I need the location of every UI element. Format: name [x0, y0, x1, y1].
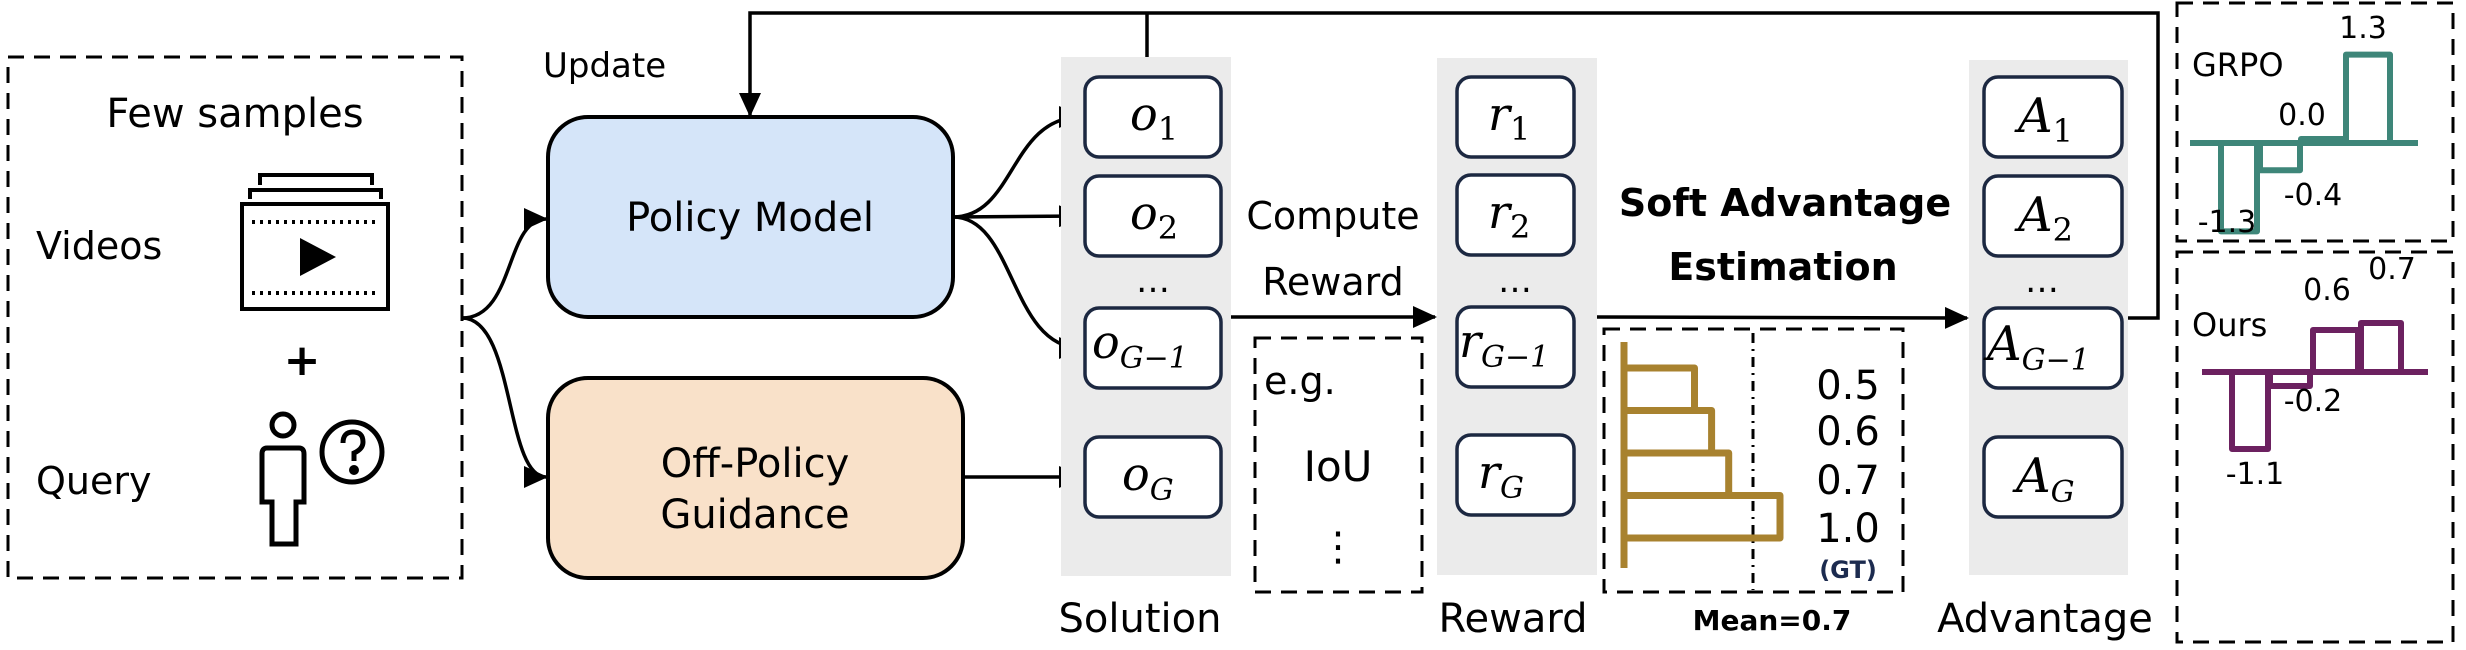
reward-example-box: e.g. IoU ⋮: [1253, 336, 1424, 594]
gt-label: (GT): [1819, 556, 1877, 584]
reward-value-label: 0.7: [1816, 458, 1880, 504]
example-iou: IoU: [1304, 442, 1373, 491]
policy-to-oG-1-arrow: [952, 215, 1083, 359]
advantage-value-label: 0.6: [2303, 273, 2351, 308]
reward-label: Reward: [1439, 596, 1588, 642]
reward-distribution-bar: [1620, 492, 1784, 542]
compute-reward-line2: Reward: [1262, 260, 1404, 304]
reward-value-label: 1.0: [1816, 506, 1880, 552]
svg-text:o2: o2: [1130, 186, 1178, 247]
solution-item: oG−1: [1083, 306, 1223, 390]
reward-distribution-bar: [1620, 407, 1716, 457]
advantage-bar: [2310, 327, 2361, 375]
soft-advantage-line2: Estimation: [1668, 245, 1897, 289]
few-samples-title: Few samples: [106, 91, 363, 137]
advantage-item: A2: [1982, 174, 2124, 258]
reward-item: r2: [1455, 173, 1576, 257]
advantage-item: AG−1: [1982, 306, 2124, 390]
solution-item: o1: [1083, 75, 1223, 159]
compute-reward-line1: Compute: [1246, 194, 1419, 238]
svg-text:oG: oG: [1122, 447, 1174, 508]
solution-column: o1 o2 … oG−1 oG Solution: [1059, 57, 1231, 642]
svg-text:AG: AG: [2012, 448, 2075, 510]
off-policy-label-line2: Guidance: [660, 492, 849, 538]
advantage-bar: [2218, 140, 2260, 235]
solution-item: oG: [1083, 435, 1223, 519]
reward-item: r1: [1455, 75, 1576, 159]
ours-title: Ours: [2192, 306, 2267, 344]
advantage-label: Advantage: [1937, 596, 2153, 642]
svg-text:A1: A1: [2014, 88, 2073, 150]
advantage-bar: [2298, 136, 2348, 146]
soft-advantage-line1: Soft Advantage: [1619, 181, 1951, 225]
svg-text:r1: r1: [1488, 87, 1530, 148]
svg-text:rG−1: rG−1: [1459, 314, 1549, 375]
input-samples-panel: Few samples Videos + Query: [6, 55, 464, 580]
advantage-value-label: -0.2: [2284, 384, 2343, 419]
advantage-value-label: 0.7: [2368, 252, 2416, 287]
person-question-icon: [259, 411, 385, 547]
off-policy-label-line1: Off-Policy: [661, 441, 850, 487]
advantage-bar: [2267, 369, 2313, 389]
reward-distribution-bar: [1620, 449, 1733, 499]
videos-label: Videos: [36, 224, 162, 268]
advantage-value-label: 1.3: [2339, 11, 2387, 46]
policy-to-o1-arrow: [952, 106, 1083, 219]
video-stack-icon: [240, 173, 390, 311]
update-feedback-arrow: [739, 11, 2160, 320]
reward-value-label: 0.5: [1816, 363, 1880, 409]
reward-item: rG−1: [1455, 305, 1576, 389]
input-to-policy-arrow: [461, 208, 548, 320]
advantage-value-label: -1.1: [2226, 457, 2285, 492]
reward-column: r1 r2 … rG−1 rG Reward: [1437, 58, 1597, 642]
soft-chart-border: [1602, 327, 1905, 594]
query-label: Query: [36, 459, 151, 503]
policy-model-label: Policy Model: [626, 195, 874, 241]
advantage-value-label: -1.3: [2198, 205, 2257, 240]
advantage-bar: [2343, 51, 2393, 146]
off-policy-guidance-box: Off-Policy Guidance: [546, 376, 965, 580]
solution-label: Solution: [1059, 596, 1222, 642]
grpo-panel-border: [2175, 1, 2455, 243]
grpo-panel: GRPO -1.3 -0.4 0.0 1.3: [2175, 1, 2455, 243]
mean-label: Mean=0.7: [1693, 604, 1852, 637]
update-label: Update: [543, 46, 666, 86]
input-to-offpolicy-arrow: [461, 316, 548, 488]
advantage-item: A1: [1982, 75, 2124, 159]
policy-model-box: Policy Model: [546, 115, 955, 319]
soft-advantage-chart: 0.5 0.6 0.7 1.0 (GT): [1602, 327, 1905, 594]
solution-ellipsis: …: [1136, 261, 1170, 301]
advantage-bar: [2358, 320, 2404, 375]
plus-sign: +: [284, 335, 321, 386]
svg-text:AG−1: AG−1: [1983, 316, 2090, 378]
ours-panel-border: [2175, 250, 2455, 644]
reward-distribution-bar: [1620, 364, 1698, 414]
advantage-item: AG: [1982, 435, 2124, 519]
reward-item: rG: [1455, 433, 1576, 517]
advantage-value-label: 0.0: [2278, 98, 2326, 133]
reward-value-label: 0.6: [1816, 409, 1880, 455]
solution-item: o2: [1083, 174, 1223, 258]
ours-panel: Ours -1.1 -0.2 0.6 0.7: [2175, 250, 2455, 644]
grpo-title: GRPO: [2192, 46, 2284, 84]
svg-text:A2: A2: [2014, 187, 2073, 249]
example-prefix: e.g.: [1264, 359, 1336, 403]
advantage-ellipsis: …: [2025, 261, 2059, 301]
advantage-column: A1 A2 … AG−1 AG Advantage: [1937, 60, 2153, 642]
advantage-bar: [2229, 369, 2271, 452]
reward-to-advantage-arrow: [1596, 306, 1969, 329]
advantage-value-label: -0.4: [2284, 178, 2343, 213]
svg-text:o1: o1: [1130, 87, 1178, 148]
policy-to-o2-arrow: [952, 205, 1083, 228]
svg-text:r2: r2: [1488, 185, 1530, 246]
svg-text:oG−1: oG−1: [1092, 315, 1188, 376]
example-more: ⋮: [1318, 524, 1358, 570]
advantage-bar: [2257, 140, 2303, 174]
reward-ellipsis: …: [1498, 261, 1532, 301]
svg-text:rG: rG: [1478, 445, 1524, 506]
